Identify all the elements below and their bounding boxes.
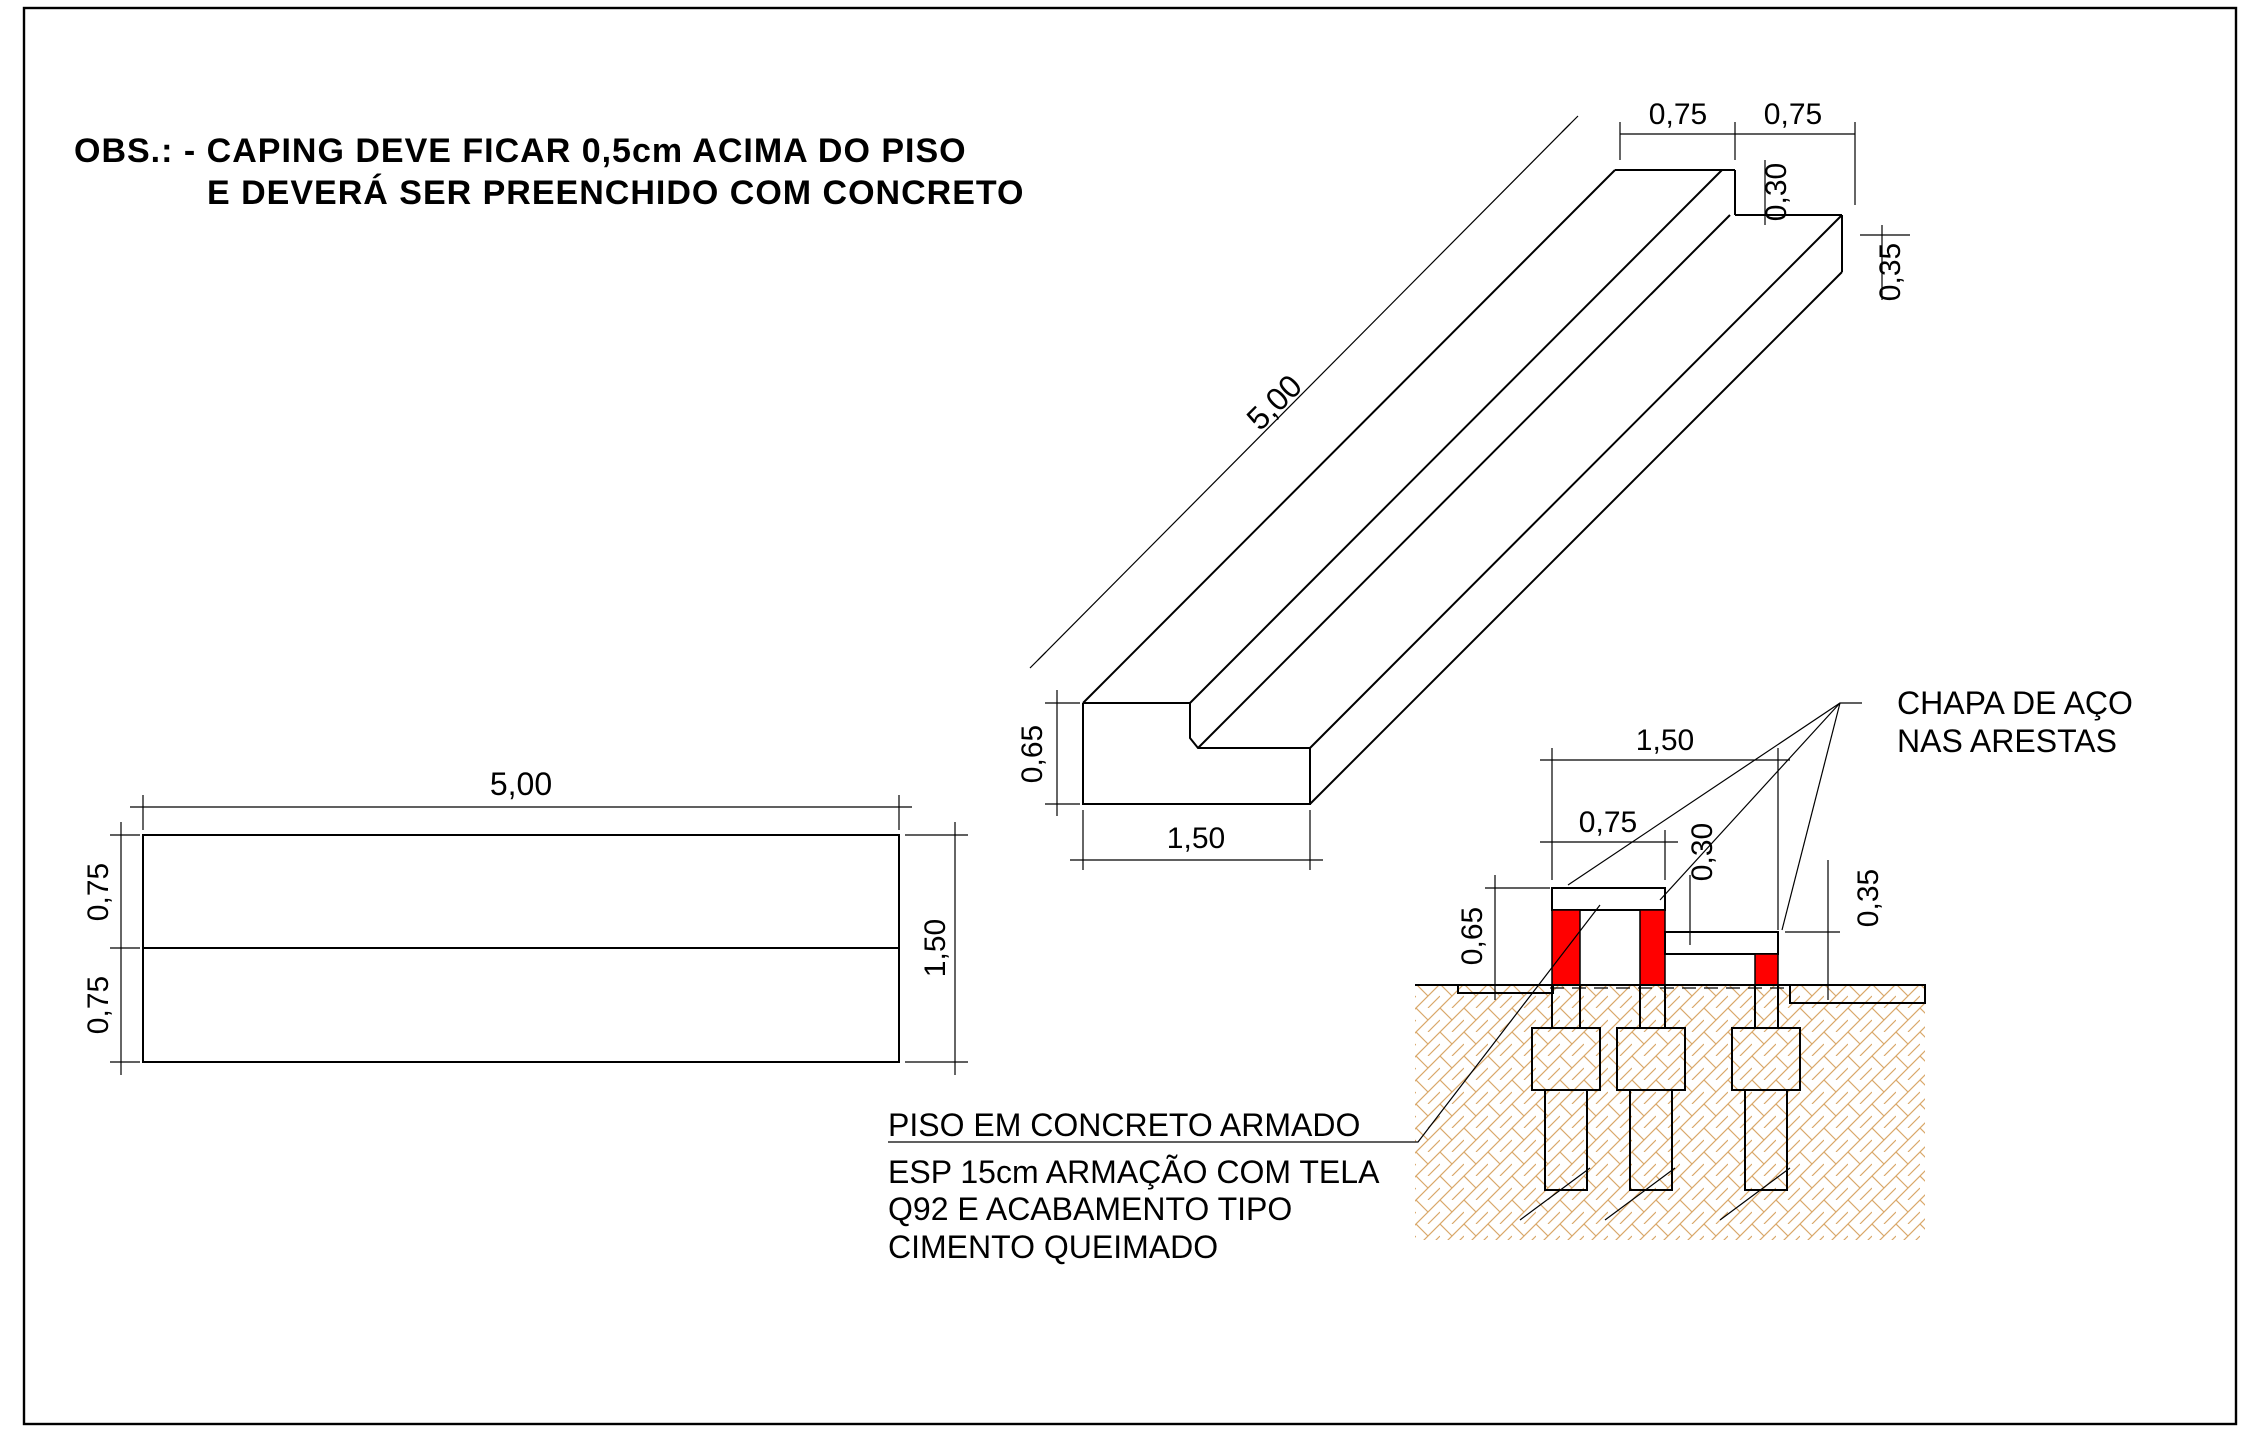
iso-dim-top-2: 0,75 bbox=[1764, 98, 1822, 131]
obs-note: OBS.: - CAPING DEVE FICAR 0,5cm ACIMA DO… bbox=[74, 132, 1024, 212]
plan-dim-total: 1,50 bbox=[919, 919, 952, 977]
label-floor-line-4: CIMENTO QUEIMADO bbox=[888, 1229, 1218, 1265]
label-steel-line-2: NAS ARESTAS bbox=[1897, 723, 2117, 759]
label-floor-line-3: Q92 E ACABAMENTO TIPO bbox=[888, 1191, 1292, 1227]
isometric-view: 5,00 0,75 0,75 0,30 0,35 0,65 1,50 bbox=[1016, 98, 1910, 870]
section-dim-step: 0,30 bbox=[1686, 823, 1719, 881]
obs-line-2: E DEVERÁ SER PREENCHIDO COM CONCRETO bbox=[207, 174, 1024, 212]
section-dim-upper: 0,75 bbox=[1579, 806, 1637, 839]
iso-dim-length: 5,00 bbox=[1239, 367, 1308, 436]
plan-dim-length: 5,00 bbox=[490, 766, 552, 802]
steel-plate-left bbox=[1551, 909, 1581, 986]
upper-cap bbox=[1551, 887, 1666, 911]
plan-dim-upper: 0,75 bbox=[82, 863, 115, 921]
iso-dim-total-width: 1,50 bbox=[1167, 822, 1225, 855]
steel-plate-mid bbox=[1639, 909, 1666, 986]
obs-line-1: OBS.: - CAPING DEVE FICAR 0,5cm ACIMA DO… bbox=[74, 132, 967, 170]
iso-dim-total-height: 0,65 bbox=[1016, 725, 1049, 783]
iso-dim-low: 0,35 bbox=[1874, 243, 1907, 301]
section-dim-low: 0,35 bbox=[1852, 869, 1885, 927]
label-floor-line-2: ESP 15cm ARMAÇÃO COM TELA bbox=[888, 1154, 1380, 1190]
sheet-border bbox=[22, 6, 2238, 1426]
iso-front-face bbox=[1082, 702, 1311, 805]
soil-hatch bbox=[1415, 985, 1925, 1240]
label-steel-line-1: CHAPA DE AÇO bbox=[1897, 685, 2133, 721]
plan-dim-lower: 0,75 bbox=[82, 976, 115, 1034]
section-dim-total-height: 0,65 bbox=[1456, 907, 1489, 965]
iso-dim-step: 0,30 bbox=[1760, 163, 1793, 221]
label-floor-line-1: PISO EM CONCRETO ARMADO bbox=[888, 1107, 1360, 1143]
plan-view: 5,00 0,75 0,75 1,50 bbox=[82, 766, 968, 1075]
steel-plate-right bbox=[1754, 953, 1779, 986]
section-dim-total: 1,50 bbox=[1636, 724, 1694, 757]
iso-dim-top-1: 0,75 bbox=[1649, 98, 1707, 131]
lower-cap bbox=[1664, 931, 1779, 955]
section-view: 1,50 0,75 0,30 0,35 0,65 CHAPA DE AÇO NA… bbox=[888, 685, 2133, 1265]
